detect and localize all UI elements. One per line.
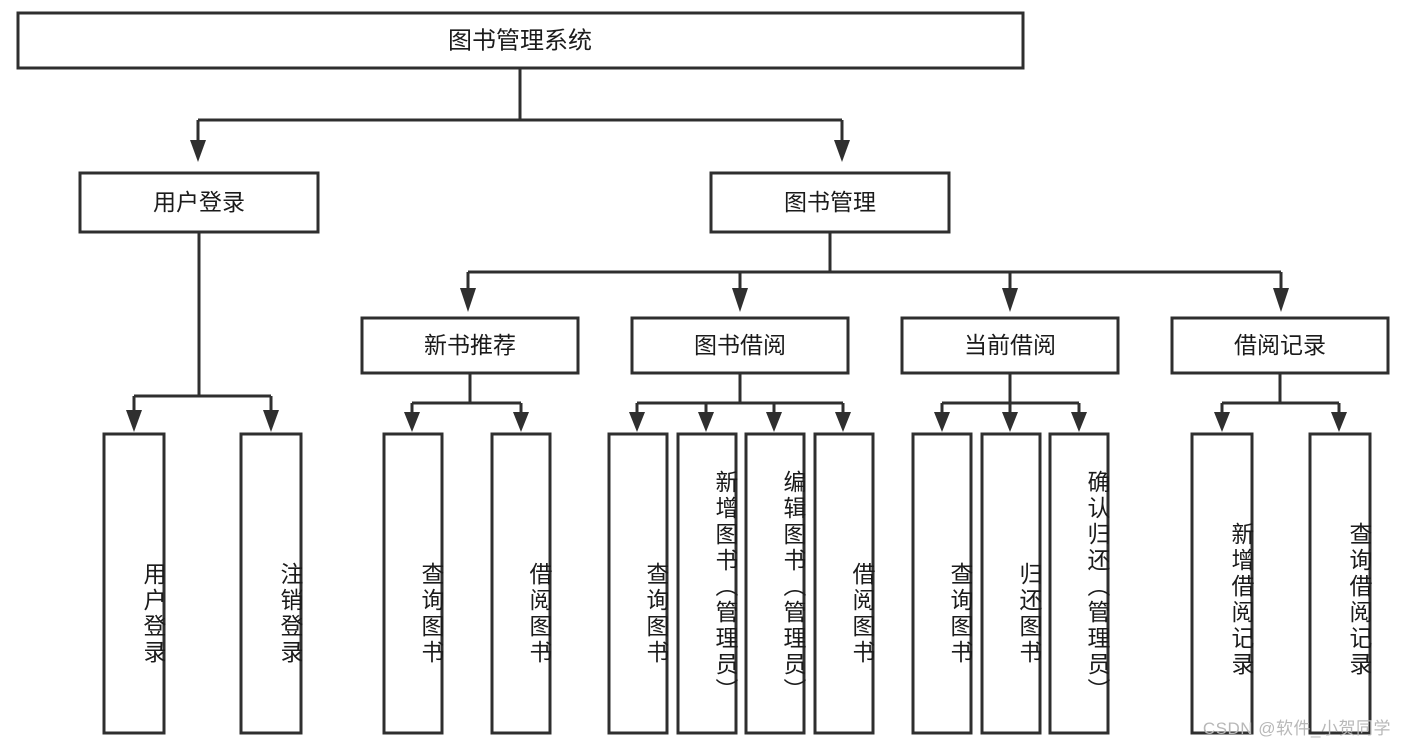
leaf-box-borrow-record-1[interactable] bbox=[1190, 432, 1254, 735]
node-level2-borrow-record-box[interactable] bbox=[1170, 316, 1390, 375]
leaf-box-user-login-2[interactable] bbox=[239, 432, 303, 735]
arrow-root-to-user-login bbox=[190, 140, 206, 162]
arrow-book-borrow-leaf-1 bbox=[629, 412, 645, 432]
arrow-current-borrow-leaf-1 bbox=[934, 412, 950, 432]
arrow-new-book-leaf-2 bbox=[513, 412, 529, 432]
node-level1-book-manage-label: 图书管理 bbox=[784, 189, 876, 215]
leaf-box-current-borrow-2[interactable] bbox=[980, 432, 1042, 735]
arrow-current-borrow-leaf-2 bbox=[1002, 412, 1018, 432]
leaf-box-new-book-1[interactable] bbox=[382, 432, 444, 735]
leaf-box-book-borrow-4[interactable] bbox=[813, 432, 875, 735]
leaf-box-user-login-1[interactable] bbox=[102, 432, 166, 735]
arrow-new-book-leaf-1 bbox=[404, 412, 420, 432]
node-level1-user-login-label: 用户登录 bbox=[153, 189, 245, 215]
arrow-book-manage-to-new-book bbox=[460, 288, 476, 312]
node-level2-book-borrow-box[interactable] bbox=[630, 316, 850, 375]
node-level2-borrow-record-label: 借阅记录 bbox=[1234, 332, 1326, 358]
arrow-user-login-leaf-1 bbox=[126, 410, 142, 432]
node-root-box[interactable] bbox=[16, 11, 1025, 70]
node-level2-current-borrow-box[interactable] bbox=[900, 316, 1120, 375]
node-level2-new-book-label: 新书推荐 bbox=[424, 332, 516, 358]
arrow-book-manage-to-current-borrow bbox=[1002, 288, 1018, 312]
leaf-box-current-borrow-1[interactable] bbox=[911, 432, 973, 735]
arrow-book-manage-to-borrow-record bbox=[1273, 288, 1289, 312]
arrow-book-borrow-leaf-4 bbox=[835, 412, 851, 432]
leaf-box-book-borrow-1[interactable] bbox=[607, 432, 669, 735]
node-level1-book-manage-box[interactable] bbox=[709, 171, 951, 234]
arrow-user-login-leaf-2 bbox=[263, 410, 279, 432]
node-root-label: 图书管理系统 bbox=[448, 27, 592, 54]
leaf-box-new-book-2[interactable] bbox=[490, 432, 552, 735]
leaf-box-current-borrow-3[interactable] bbox=[1048, 432, 1110, 735]
leaf-box-borrow-record-2[interactable] bbox=[1308, 432, 1372, 735]
arrow-current-borrow-leaf-3 bbox=[1071, 412, 1087, 432]
node-level2-new-book-box[interactable] bbox=[360, 316, 580, 375]
node-level2-current-borrow-label: 当前借阅 bbox=[964, 332, 1056, 358]
leaf-box-book-borrow-2[interactable] bbox=[676, 432, 738, 735]
arrow-root-to-book-manage bbox=[834, 140, 850, 162]
node-level2-book-borrow-label: 图书借阅 bbox=[694, 332, 786, 358]
leaf-box-book-borrow-3[interactable] bbox=[744, 432, 806, 735]
arrow-borrow-record-leaf-2 bbox=[1331, 412, 1347, 432]
arrow-borrow-record-leaf-1 bbox=[1214, 412, 1230, 432]
arrow-book-borrow-leaf-2 bbox=[698, 412, 714, 432]
arrow-book-borrow-leaf-3 bbox=[766, 412, 782, 432]
arrow-book-manage-to-book-borrow bbox=[732, 288, 748, 312]
